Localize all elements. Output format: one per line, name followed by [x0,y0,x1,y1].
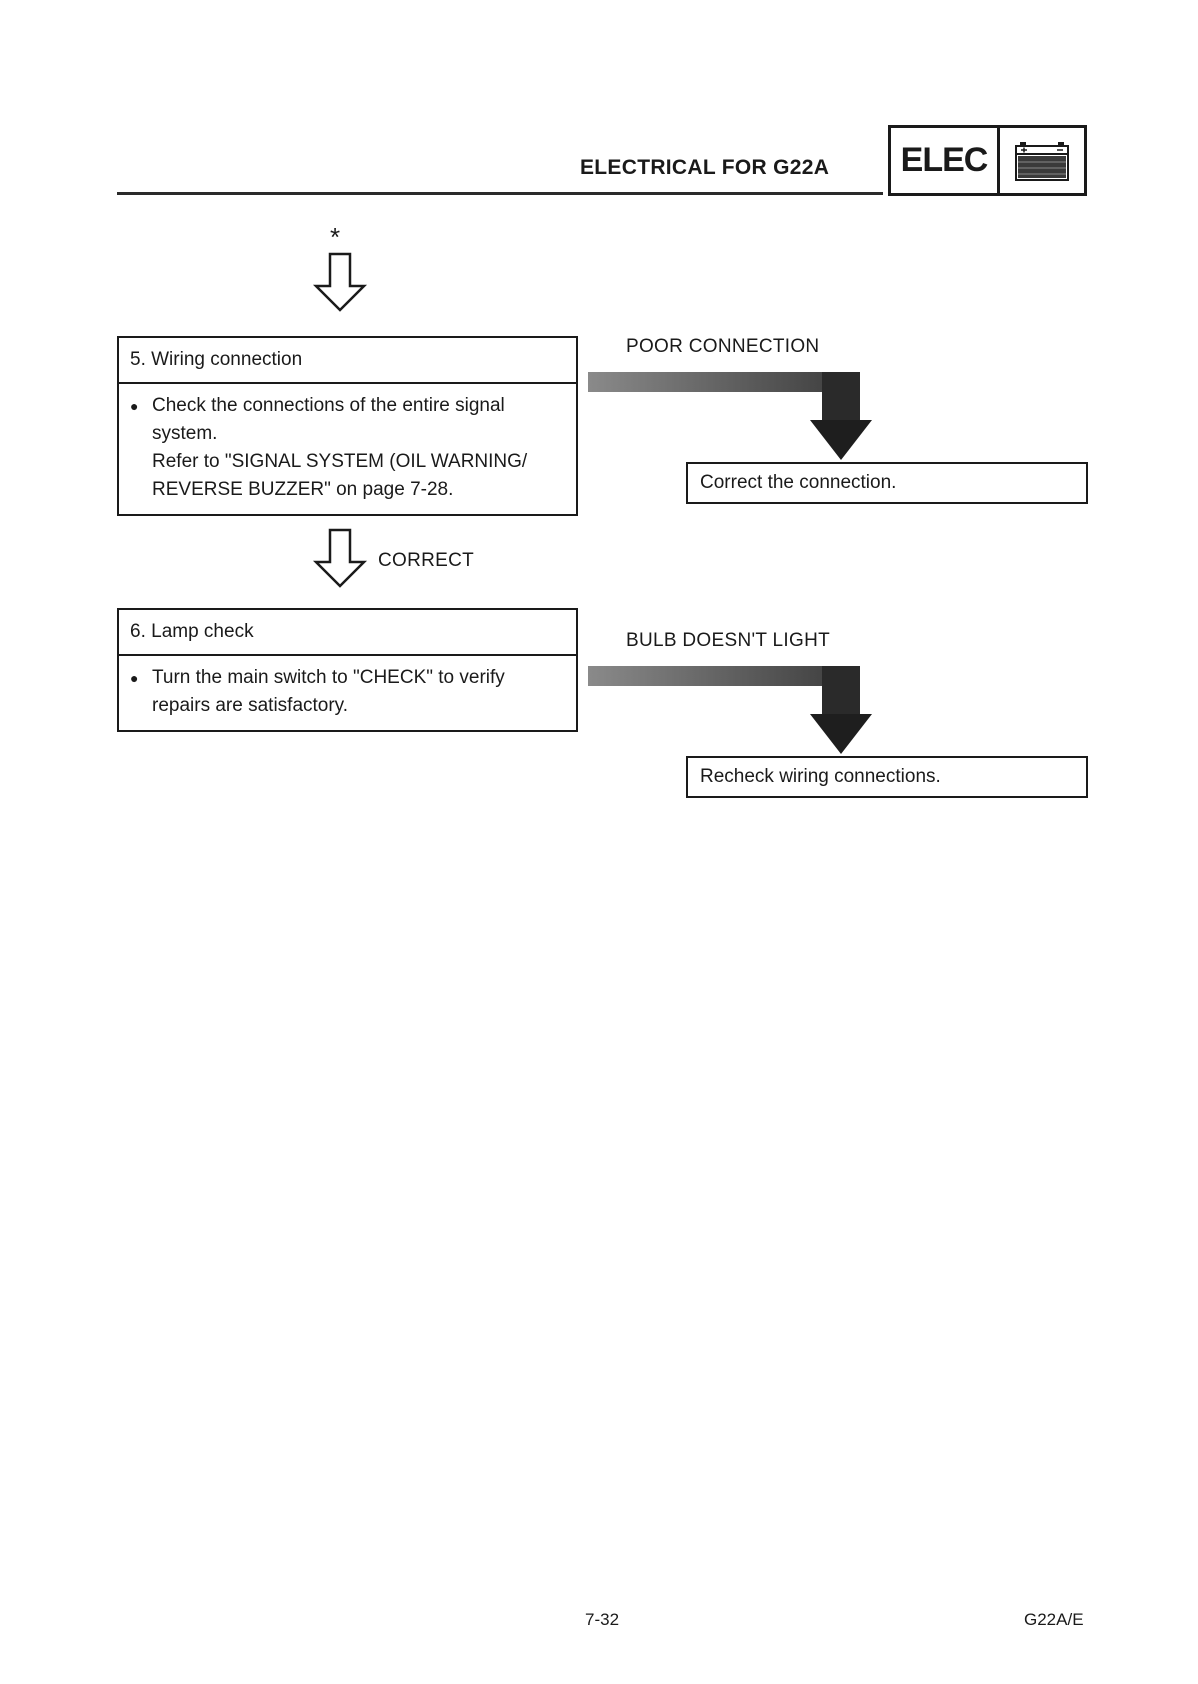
battery-icon [1000,128,1084,193]
step-6-body: ● Turn the main switch to "CHECK" to ver… [119,656,576,728]
branch-label-bulb-doesnt-light: BULB DOESN'T LIGHT [626,630,830,651]
down-arrow-icon [312,252,368,312]
bullet-icon: ● [130,670,139,686]
step-5-line: Refer to "SIGNAL SYSTEM (OIL WARNING/ [152,451,528,472]
page-section-title: ELECTRICAL FOR G22A [580,156,830,179]
step-5-line: system. [152,423,218,444]
step-6-line: Turn the main switch to "CHECK" to verif… [152,667,505,688]
section-badge: ELEC [888,125,1087,196]
branch-label-poor-connection: POOR CONNECTION [626,336,820,357]
down-arrow-icon [312,528,368,588]
result-box-correct-connection: Correct the connection. [686,462,1088,504]
branch-arrow-icon [588,666,872,754]
step-6-box: 6. Lamp check ● Turn the main switch to … [117,608,578,732]
bullet-icon: ● [130,398,139,414]
page-number: 7-32 [585,1610,620,1629]
correct-label: CORRECT [378,550,475,571]
header-rule [117,192,883,195]
step-6-title: 6. Lamp check [119,610,576,656]
step-5-line: Check the connections of the entire sign… [152,395,505,416]
result-box-recheck-wiring: Recheck wiring connections. [686,756,1088,798]
step-5-body: ● Check the connections of the entire si… [119,384,576,512]
step-6-text: Turn the main switch to "CHECK" to verif… [152,664,568,720]
step-5-text: Check the connections of the entire sign… [152,392,568,504]
step-5-box: 5. Wiring connection ● Check the connect… [117,336,578,516]
branch-arrow-icon [588,372,872,460]
step-5-title: 5. Wiring connection [119,338,576,384]
badge-label: ELEC [891,128,1000,193]
step-6-line: repairs are satisfactory. [152,695,349,716]
model-code: G22A/E [1024,1610,1084,1629]
step-5-line: REVERSE BUZZER" on page 7-28. [152,479,454,500]
continuation-marker: * [330,222,341,252]
